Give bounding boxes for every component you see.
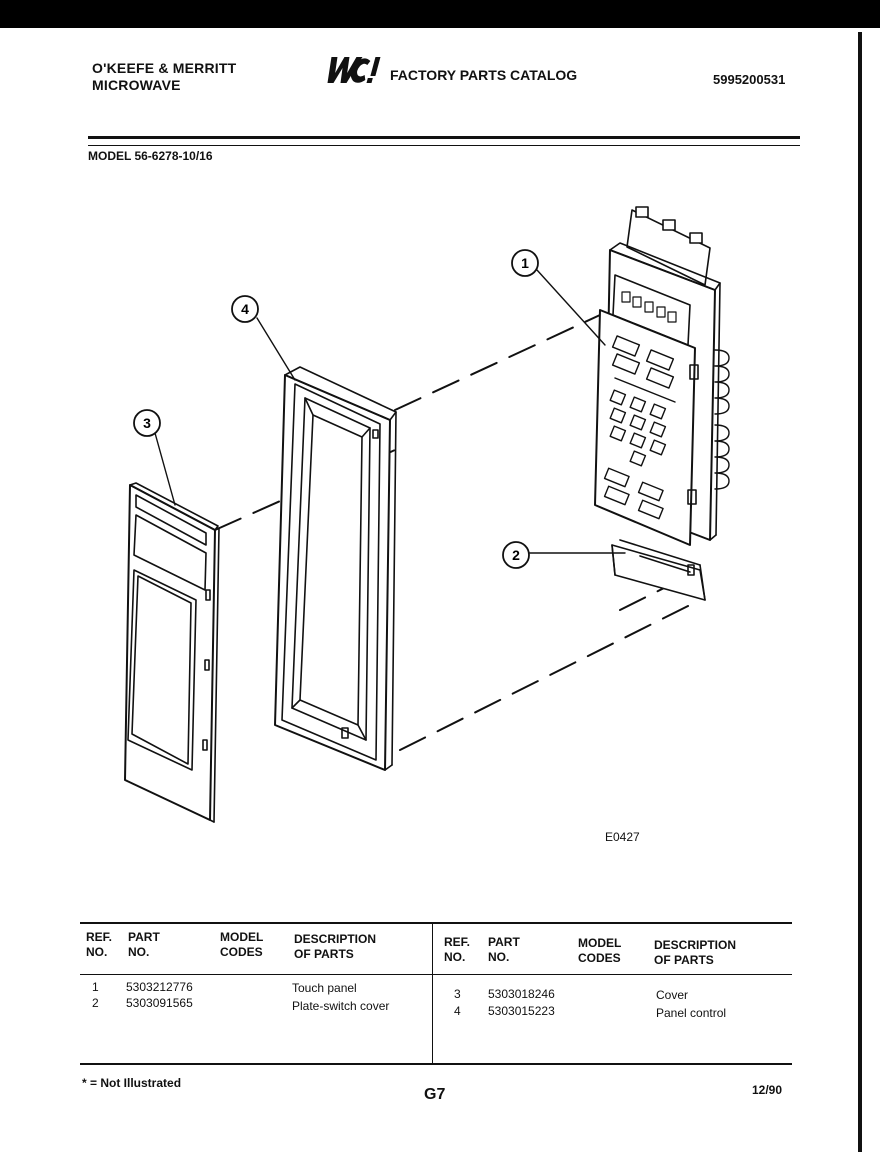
- not-illustrated-note: * = Not Illustrated: [82, 1076, 182, 1090]
- row-part-number: 5303091565: [126, 996, 193, 1010]
- callout-1-label: 1: [521, 255, 529, 271]
- callout-3: 3: [133, 409, 161, 437]
- table-top-rule: [80, 922, 792, 924]
- header-ref-left: REF.NO.: [86, 930, 113, 959]
- header-rule-thin: [88, 145, 800, 146]
- row-ref: 4: [454, 1004, 461, 1018]
- callout-2-label: 2: [512, 547, 520, 563]
- table-bottom-rule: [80, 1063, 792, 1065]
- callout-4-label: 4: [241, 301, 249, 317]
- callout-3-label: 3: [143, 415, 151, 431]
- model-number: MODEL 56-6278-10/16: [88, 149, 213, 163]
- callout-circles: 1 2 3 4: [133, 249, 539, 569]
- keypad-buttons: [603, 335, 676, 520]
- display-digits: [621, 291, 677, 323]
- plate-switch-cover-part: [611, 539, 706, 601]
- scan-top-edge: [0, 0, 880, 28]
- wci-logo: [327, 57, 381, 83]
- callout-1: 1: [511, 249, 539, 277]
- brand-block: O'KEEFE & MERRITT MICROWAVE: [92, 60, 236, 94]
- product-type: MICROWAVE: [92, 77, 181, 93]
- diagram-code: E0427: [605, 830, 640, 844]
- coiled-wires: [714, 349, 730, 490]
- row-part-number: 5303212776: [126, 980, 193, 994]
- row-ref: 1: [92, 980, 99, 994]
- callout-4: 4: [231, 295, 259, 323]
- row-description: Panel control: [656, 1006, 727, 1020]
- table-center-divider: [432, 922, 433, 1065]
- panel-control-part: [274, 366, 397, 771]
- header-rule: [88, 136, 800, 139]
- row-description: Touch panel: [292, 981, 357, 995]
- callout-2: 2: [502, 541, 530, 569]
- catalog-title: FACTORY PARTS CATALOG: [390, 67, 578, 83]
- brand-name: O'KEEFE & MERRITT: [92, 60, 237, 76]
- row-ref: 2: [92, 996, 99, 1010]
- page-right-border: [858, 32, 862, 1152]
- table-header-rule: [80, 974, 792, 975]
- row-part-number: 5303018246: [488, 987, 555, 1001]
- row-description: Plate-switch cover: [292, 999, 390, 1013]
- page-code: G7: [424, 1086, 446, 1103]
- touch-panel-part: [594, 206, 730, 546]
- row-description: Cover: [656, 988, 689, 1002]
- leader-lines: [154, 269, 626, 554]
- exploded-parts-diagram: 1 2 3 4: [124, 206, 730, 823]
- header-ref-right: REF.NO.: [444, 935, 471, 964]
- row-part-number: 5303015223: [488, 1004, 555, 1018]
- catalog-number: 5995200531: [713, 72, 786, 87]
- cover-part: [124, 482, 220, 823]
- row-ref: 3: [454, 987, 461, 1001]
- revision-date: 12/90: [752, 1083, 783, 1097]
